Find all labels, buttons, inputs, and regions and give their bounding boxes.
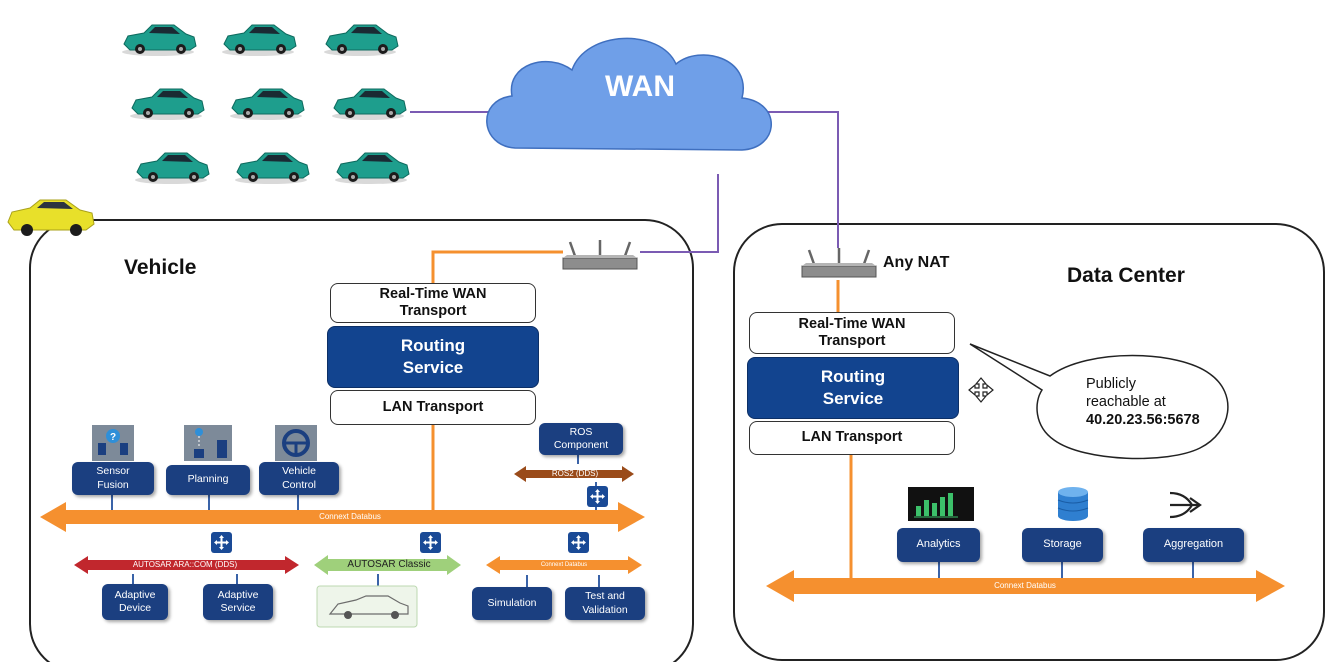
connext-small-bus-label: Connext Databus bbox=[540, 562, 588, 568]
plus-cross-icon bbox=[420, 532, 441, 553]
plus-cross-icon bbox=[568, 532, 589, 553]
merge-arrow-icon bbox=[1169, 491, 1202, 519]
plus-cross-icon bbox=[587, 486, 608, 507]
dc-routing-service: Routing Service bbox=[747, 357, 959, 419]
plus-cross-icon bbox=[211, 532, 232, 553]
car-icon bbox=[334, 152, 410, 185]
callout-text: Publicly reachable at 40.20.23.56:5678 bbox=[1086, 375, 1226, 429]
nat-label: Any NAT bbox=[883, 254, 950, 271]
vehicle-routing-service: Routing Service bbox=[327, 326, 539, 388]
car-model-icon bbox=[316, 585, 418, 628]
autosar-classic-bus-arrow bbox=[314, 555, 461, 575]
aggregation-box: Aggregation bbox=[1143, 528, 1244, 562]
router-icon bbox=[800, 246, 878, 279]
car-icon bbox=[229, 88, 305, 121]
database-icon bbox=[1057, 487, 1089, 521]
planning-box: Planning bbox=[166, 465, 250, 495]
steering-wheel-icon bbox=[275, 425, 317, 461]
adaptive-device-box: Adaptive Device bbox=[102, 584, 168, 620]
car-icon bbox=[129, 88, 205, 121]
wan-link-datacenter bbox=[762, 111, 839, 248]
wan-cloud bbox=[486, 37, 772, 151]
router-icon bbox=[561, 238, 639, 271]
dc-bus-label: Connext Databus bbox=[994, 581, 1056, 590]
datacenter-panel bbox=[733, 223, 1325, 661]
ros2-bus-label: ROS2 (DDS) bbox=[551, 469, 599, 478]
vehicle-wan-transport: Real-Time WAN Transport bbox=[330, 283, 536, 323]
callout-line2: reachable at bbox=[1086, 394, 1166, 411]
storage-box: Storage bbox=[1022, 528, 1103, 562]
vehicle-panel bbox=[29, 219, 694, 662]
connext-bus-arrow bbox=[40, 502, 645, 532]
dc-connext-bus-arrow bbox=[766, 570, 1285, 602]
callout-line1: Publicly bbox=[1086, 376, 1136, 392]
vehicle-router-link bbox=[431, 250, 563, 285]
autosar-ara-bus-arrow bbox=[74, 556, 299, 574]
callout-bubble bbox=[969, 343, 1229, 460]
adaptive-service-box: Adaptive Service bbox=[203, 584, 273, 620]
car-icon bbox=[121, 24, 197, 57]
analytics-box: Analytics bbox=[897, 528, 980, 562]
simulation-box: Simulation bbox=[472, 587, 552, 620]
car-icon bbox=[331, 88, 407, 121]
ros-component-box: ROS Component bbox=[539, 423, 623, 455]
ros2-bus-arrow bbox=[514, 466, 634, 482]
car-icon bbox=[234, 152, 310, 185]
connext-bus-label: Connext Databus bbox=[319, 512, 381, 521]
vehicle-control-box: Vehicle Control bbox=[259, 462, 339, 495]
dc-wan-transport: Real-Time WAN Transport bbox=[749, 312, 955, 354]
sensor-fusion-box: Sensor Fusion bbox=[72, 462, 154, 495]
car-icon bbox=[134, 152, 210, 185]
connext-small-bus-arrow bbox=[486, 556, 642, 574]
move-cursor-icon bbox=[968, 377, 994, 403]
callout-address: 40.20.23.56:5678 bbox=[1086, 412, 1200, 429]
vehicle-lan-transport: LAN Transport bbox=[330, 390, 536, 425]
svg-text:?: ? bbox=[110, 432, 116, 443]
vehicle-title: Vehicle bbox=[124, 256, 197, 279]
datacenter-title: Data Center bbox=[1067, 264, 1185, 287]
autosar-classic-bus-label: AUTOSAR Classic bbox=[347, 559, 431, 570]
bar-chart-icon bbox=[908, 487, 974, 521]
car-icon bbox=[323, 24, 399, 57]
wan-link-vehicle bbox=[640, 174, 719, 253]
vehicle-car-icon bbox=[7, 199, 95, 236]
autosar-ara-bus-label: AUTOSAR ARA::COM (DDS) bbox=[132, 560, 238, 569]
dc-lan-transport: LAN Transport bbox=[749, 421, 955, 455]
planning-icon bbox=[184, 425, 232, 461]
question-icon: ? bbox=[92, 425, 134, 461]
wan-label: WAN bbox=[605, 70, 675, 103]
car-icon bbox=[221, 24, 297, 57]
test-validation-box: Test and Validation bbox=[565, 587, 645, 620]
